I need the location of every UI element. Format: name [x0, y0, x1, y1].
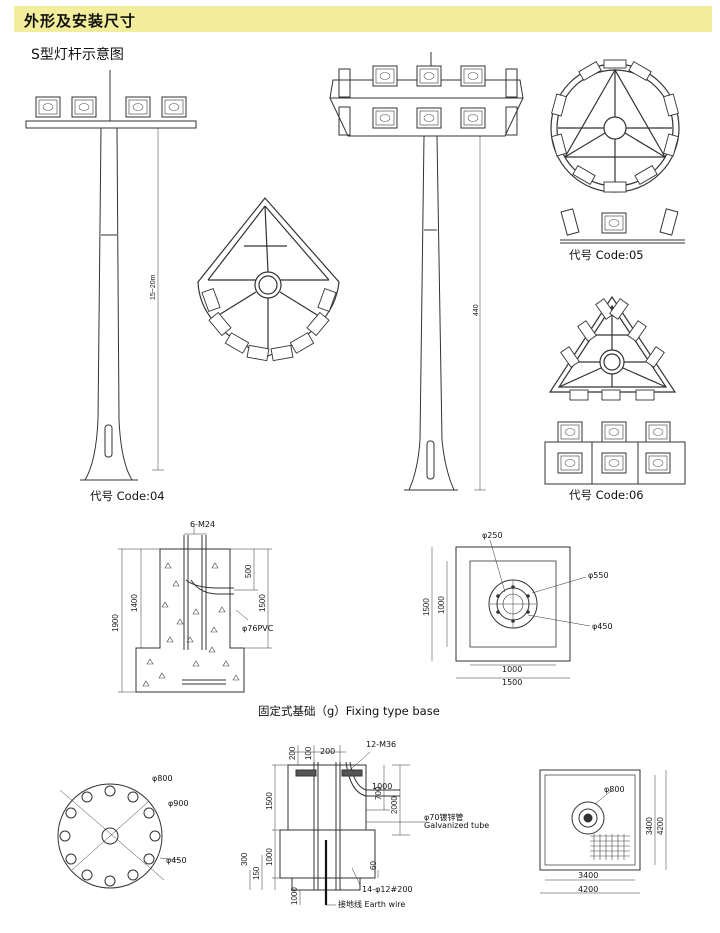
- dim-sec-1500: 1500: [265, 792, 274, 810]
- dim-500: 500: [244, 564, 253, 578]
- concrete-aggregate: [142, 562, 240, 687]
- code-06-label: 代号 Code:06: [569, 488, 644, 502]
- lamp-row-04: [35, 96, 187, 118]
- dim-big-3400: 3400: [645, 817, 654, 835]
- lamp-head-06-triangle: [548, 295, 677, 393]
- sec-bolts-label: 12-M36: [366, 740, 397, 749]
- big-d800-label: φ800: [604, 785, 625, 794]
- plan-bolts: [496, 585, 530, 623]
- big-h4200-label: 4200: [578, 885, 599, 894]
- sec-1000b-label: 1000: [372, 782, 393, 791]
- section-title: 外形及安装尺寸: [24, 12, 137, 30]
- plan-d550-label: φ550: [588, 571, 609, 580]
- code-04-label: 代号 Code:04: [90, 489, 165, 503]
- fixing-base-plan: [431, 539, 591, 679]
- dim-sec-1000: 1000: [265, 848, 274, 866]
- pole-code-04: [25, 70, 197, 481]
- plan-w1000-label: 1000: [502, 665, 523, 674]
- bolt-spec-label: 6-M24: [190, 520, 216, 529]
- plan-d450-label: φ450: [592, 622, 613, 631]
- dim-sec-1000c: 1000: [290, 887, 299, 905]
- fixing-base-section: [118, 526, 272, 693]
- plate-d900-label: φ900: [168, 799, 189, 808]
- sec-earth-label: 接地线 Earth wire: [338, 900, 406, 909]
- plan-w1500-label: 1500: [502, 678, 523, 687]
- fixing-base-caption: 固定式基础（g）Fixing type base: [258, 704, 440, 718]
- bottom-flange-plate: [57, 783, 181, 889]
- lamp-head-05-side: [560, 208, 685, 244]
- dim-big-4200: 4200: [656, 817, 665, 835]
- pvc-label: φ76PVC: [242, 624, 274, 633]
- lamp-head-wheel: [550, 63, 680, 193]
- foundation-plan-large: [539, 769, 667, 894]
- sec-tube-cn-label: φ70镀锌管: [424, 813, 464, 822]
- plan-d250-label: φ250: [482, 531, 503, 540]
- dim-sec-700: 700: [374, 786, 383, 800]
- lamps-06-triangle: [560, 298, 665, 401]
- dim-sec-60: 60: [369, 861, 378, 870]
- pole-code-06: [329, 52, 524, 491]
- sec-tube-en-label: Galvanized tube: [424, 821, 490, 830]
- dim-sec-2000: 2000: [390, 796, 399, 814]
- code-05-label: 代号 Code:05: [569, 248, 644, 262]
- section-title-bar: 外形及安装尺寸: [14, 6, 712, 32]
- flange-bolt-holes: [59, 785, 161, 887]
- rebar-grid: [590, 834, 630, 860]
- dim-sec-200a: 200: [288, 746, 297, 760]
- lamps-wheel: [551, 59, 679, 193]
- dim-1900: 1900: [111, 614, 120, 632]
- big-h3400-label: 3400: [578, 871, 599, 880]
- lamps-triangular: [201, 287, 337, 362]
- plate-d450-label: φ450: [166, 856, 187, 865]
- dim-plan-1500: 1500: [422, 598, 431, 616]
- dim-1400: 1400: [130, 594, 139, 612]
- sec-200b-label: 200: [320, 747, 336, 756]
- dim-plan-1000: 1000: [437, 596, 446, 614]
- plate-d800-label: φ800: [152, 774, 173, 783]
- sec-rebar-label: 14-φ12#200: [362, 885, 413, 894]
- diagram-subtitle: S型灯杆示意图: [31, 47, 124, 63]
- dim-1500: 1500: [258, 594, 267, 612]
- dim-sec-150: 150: [252, 866, 261, 880]
- dim-sec-100: 100: [304, 746, 313, 760]
- lamp-head-06-front: [544, 421, 686, 485]
- pole-height-label-06: 440: [473, 304, 480, 316]
- dim-sec-300: 300: [240, 852, 249, 866]
- pole-height-label-04: 15~20m: [150, 274, 157, 300]
- foundation-section: [249, 745, 425, 906]
